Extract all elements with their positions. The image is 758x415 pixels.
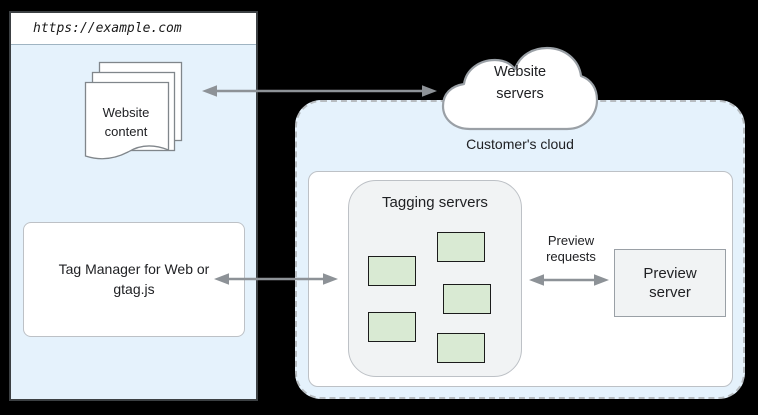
tagging-server-box <box>437 232 485 262</box>
document-stack-icon <box>84 61 183 160</box>
tagging-server-box <box>368 312 416 342</box>
website-servers-label: Website servers <box>493 64 547 102</box>
tagging-server-box <box>443 284 491 314</box>
preview-server-label: Preview server <box>643 264 697 302</box>
tag-manager-label: Tag Manager for Web or gtag.js <box>58 260 210 297</box>
website-content-label: Website content <box>102 105 150 139</box>
tagging-servers-title: Tagging servers <box>382 194 488 211</box>
cloud-icon <box>441 46 599 131</box>
tagging-server-box <box>368 256 416 286</box>
preview-server-box: Preview server <box>614 249 726 317</box>
tag-manager-box: Tag Manager for Web or gtag.js <box>23 222 245 337</box>
customer-cloud-label: Customer's cloud <box>466 136 574 152</box>
tagging-server-box <box>437 333 485 363</box>
browser-address-bar: https://example.com <box>11 13 256 45</box>
preview-requests-label: Preview requests <box>546 233 596 265</box>
browser-url: https://example.com <box>33 21 182 36</box>
